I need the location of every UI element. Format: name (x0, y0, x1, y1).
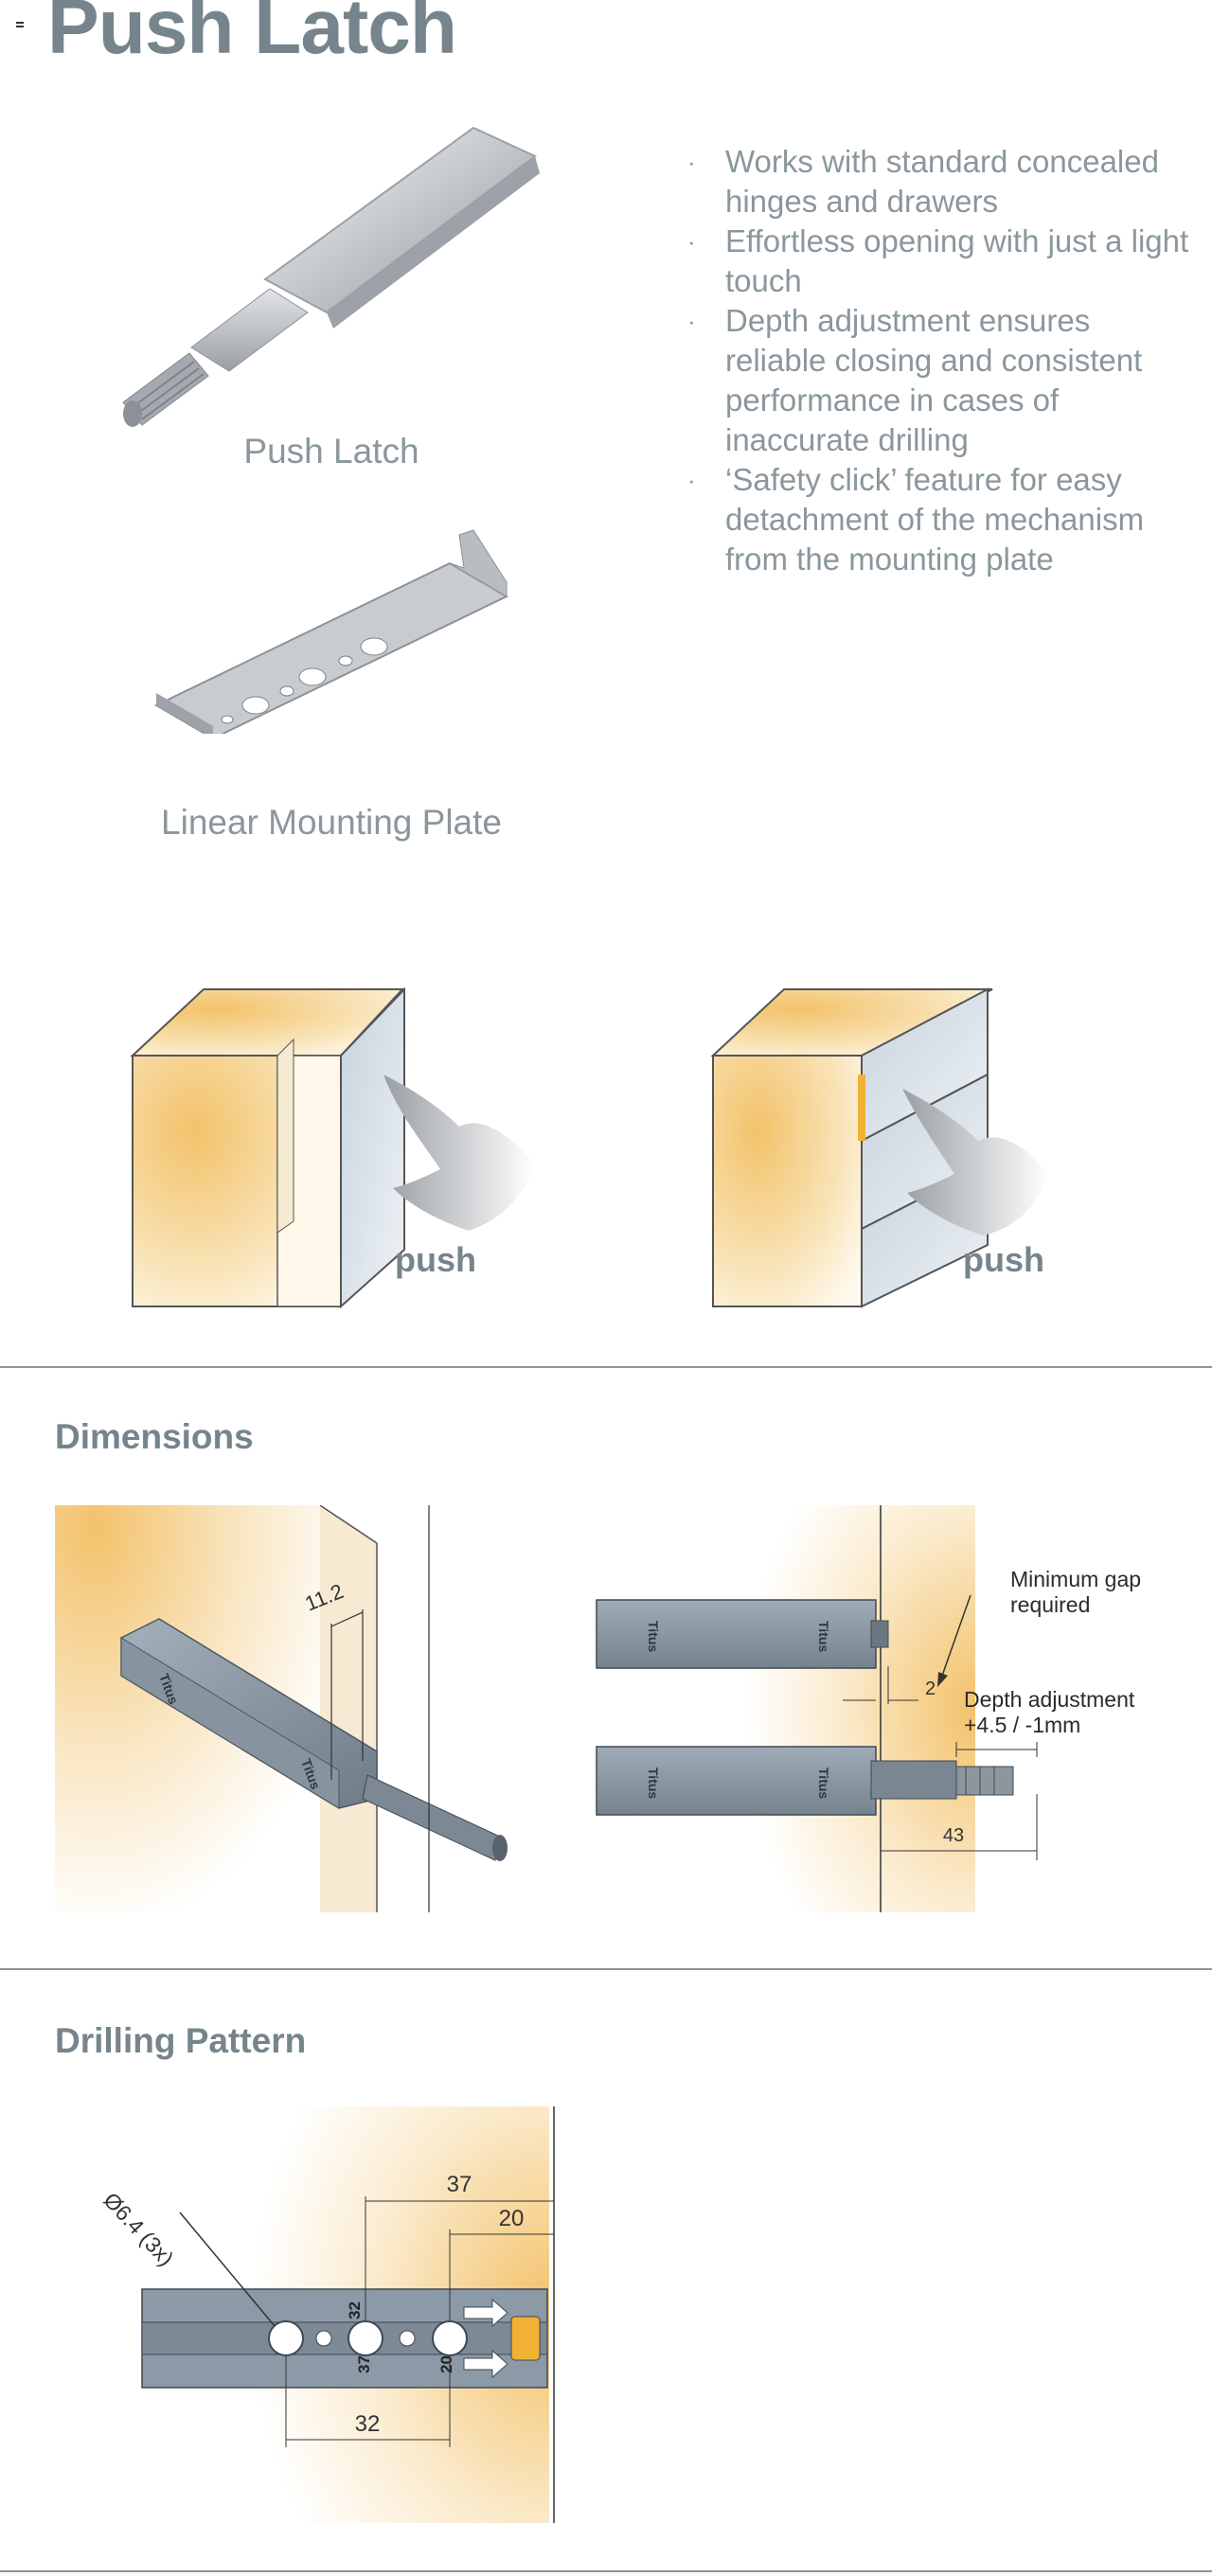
page-title: Push Latch (47, 0, 457, 70)
bullet-icon: · (687, 466, 696, 494)
svg-text:Titus: Titus (816, 1621, 831, 1652)
dim-20-label: 20 (499, 2206, 525, 2231)
feature-list: ·Works with standard concealed hinges an… (682, 142, 1193, 579)
section-divider (0, 2570, 1212, 2572)
feature-item: ·Depth adjustment ensures reliable closi… (687, 303, 1143, 457)
svg-text:32: 32 (346, 2301, 364, 2319)
bullet-icon: · (687, 148, 696, 176)
hole-diameter-label: Ø6.4 (3x) (98, 2188, 178, 2271)
svg-text:Titus: Titus (646, 1621, 661, 1652)
drilling-heading: Drilling Pattern (55, 2021, 307, 2060)
min-gap-label: Minimum gap required (1010, 1567, 1142, 1617)
feature-item: ·Works with standard concealed hinges an… (687, 144, 1159, 219)
depth-adjustment-label: Depth adjustment (964, 1687, 1135, 1712)
push-label: push (395, 1240, 476, 1279)
mounting-plate-image (147, 525, 516, 740)
length-value: 43 (943, 1825, 964, 1846)
section-divider (0, 1366, 1212, 1368)
push-drawer-illustration: push (708, 985, 1078, 1311)
bullet-icon: · (687, 227, 696, 256)
feature-item: ·‘Safety click’ feature for easy detachm… (687, 462, 1145, 577)
svg-text:20: 20 (437, 2355, 455, 2373)
push-door-illustration: push (128, 985, 554, 1311)
doc-marker-icon (15, 17, 25, 27)
drilling-pattern-illustration: 32 37 20 37 20 32 Ø6.4 (3x) (85, 2106, 568, 2523)
dim-37-label: 37 (447, 2172, 472, 2197)
section-divider (0, 1968, 1212, 1970)
mounting-plate-caption: Linear Mounting Plate (161, 803, 502, 842)
bullet-icon: · (687, 307, 696, 335)
gap-value: 2 (925, 1679, 936, 1699)
svg-text:Titus: Titus (646, 1768, 661, 1799)
dim-32-label: 32 (355, 2411, 381, 2437)
feature-item: ·Effortless opening with just a light to… (687, 223, 1189, 298)
dimensions-side-illustration: Titus Titus 11.2 (55, 1504, 509, 1912)
dimensions-front-illustration: Titus Titus Titus Titus 2 43 (592, 1505, 1160, 1912)
push-label: push (963, 1240, 1044, 1279)
push-latch-image (114, 118, 549, 440)
svg-text:Titus: Titus (816, 1768, 831, 1799)
depth-adjustment-value: +4.5 / -1mm (964, 1713, 1081, 1737)
push-latch-caption: Push Latch (243, 432, 419, 471)
dimensions-heading: Dimensions (55, 1417, 254, 1456)
svg-text:37: 37 (355, 2355, 373, 2373)
